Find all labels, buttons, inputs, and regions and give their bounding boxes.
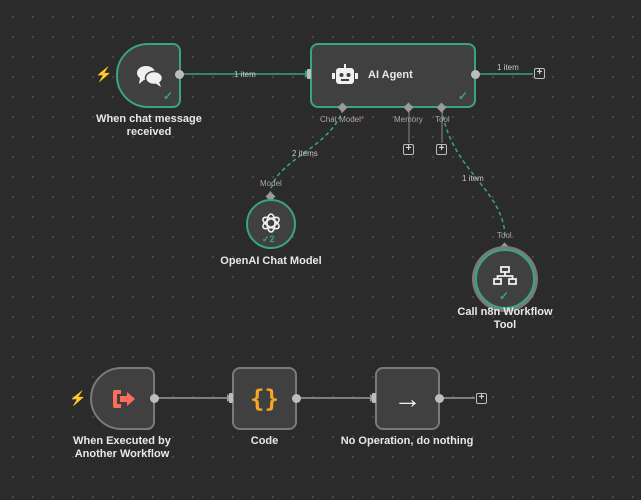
chat-bubbles-icon <box>136 65 164 87</box>
success-check-icon: ✓ <box>163 89 174 103</box>
node-openai-chat-model[interactable]: ✓2 <box>246 199 296 249</box>
curly-braces-icon: {} <box>250 384 279 413</box>
node-no-operation[interactable]: → <box>375 367 440 430</box>
add-node-button[interactable]: + <box>476 393 487 404</box>
node-label-call-workflow-tool: Call n8n Workflow Tool <box>457 306 553 331</box>
output-port[interactable] <box>150 394 159 403</box>
success-check-icon: ✓ <box>458 89 469 103</box>
output-port[interactable] <box>292 394 301 403</box>
sitemap-icon <box>493 266 517 286</box>
node-exec-trigger[interactable] <box>90 367 155 430</box>
edge-label-tool-agent: 1 item <box>462 174 484 183</box>
node-chat-trigger[interactable]: ✓ <box>116 43 181 108</box>
connection-tool-agent[interactable] <box>441 108 506 239</box>
node-label-chat-trigger: When chat message received <box>96 113 202 138</box>
edge-label-agent-output: 1 item <box>497 63 519 72</box>
trigger-bolt-icon: ⚡ <box>95 66 113 82</box>
output-port[interactable] <box>175 70 184 79</box>
port-label-chat-model: Chat Model* <box>320 115 365 124</box>
edge-label-trigger-agent: 1 item <box>234 70 256 79</box>
input-port[interactable] <box>307 69 311 79</box>
node-call-workflow-tool[interactable]: ✓ <box>475 249 535 309</box>
edge-label-model-agent: 2 items <box>292 149 318 158</box>
node-label-openai-chat-model: OpenAI Chat Model <box>220 255 322 267</box>
node-label-no-operation: No Operation, do nothing <box>340 435 474 447</box>
add-memory-button[interactable]: + <box>403 144 414 155</box>
run-count-badge: ✓2 <box>262 234 275 244</box>
input-port[interactable] <box>229 393 233 403</box>
input-port[interactable] <box>372 393 376 403</box>
port-label-tool-input: Tool <box>497 231 512 240</box>
node-label-exec-trigger: When Executed by Another Workflow <box>73 435 171 460</box>
port-label-model: Model <box>260 179 282 188</box>
sign-out-icon <box>112 389 136 409</box>
add-node-button[interactable]: + <box>534 68 545 79</box>
add-tool-button[interactable]: + <box>436 144 447 155</box>
output-port[interactable] <box>471 70 480 79</box>
arrow-right-icon: → <box>393 382 422 414</box>
node-label-code: Code <box>250 435 279 447</box>
trigger-bolt-icon: ⚡ <box>69 390 87 406</box>
port-label-memory: Memory <box>394 115 423 124</box>
node-code[interactable]: {} <box>232 367 297 430</box>
node-ai-agent[interactable]: AI Agent ✓ <box>310 43 476 108</box>
success-check-icon: ✓ <box>499 289 510 303</box>
openai-icon <box>260 212 282 234</box>
output-port[interactable] <box>435 394 444 403</box>
node-label-ai-agent: AI Agent <box>368 69 413 81</box>
robot-icon <box>332 64 358 88</box>
port-label-tool: Tool <box>435 115 450 124</box>
